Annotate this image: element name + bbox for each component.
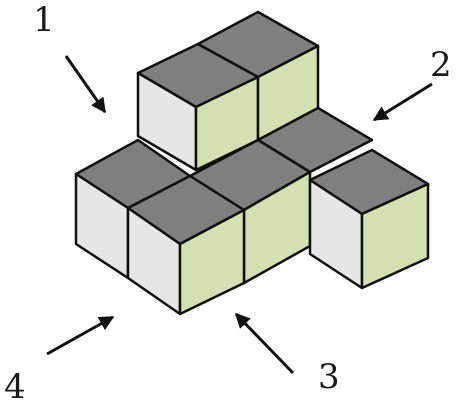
top-cube-left: [136, 42, 260, 172]
bottom-cube-left: [74, 138, 192, 280]
label-1: 1: [33, 0, 55, 40]
label-2: 2: [430, 45, 452, 85]
view-arrows: [46, 55, 433, 375]
label-4: 4: [4, 367, 26, 403]
arrow-1: [64, 55, 107, 114]
bottom-cube-wing: [308, 148, 430, 290]
bottom-cube-front: [126, 174, 246, 316]
arrow-4: [46, 315, 115, 356]
bottom-cube-wing-right-face: [360, 182, 430, 290]
arrow-2: [372, 82, 433, 122]
top-cube-right: [196, 10, 320, 142]
arrow-3: [234, 312, 295, 375]
cube-structure: [74, 10, 430, 316]
label-3: 3: [318, 357, 340, 397]
bottom-cube-front-right-face: [178, 208, 246, 316]
